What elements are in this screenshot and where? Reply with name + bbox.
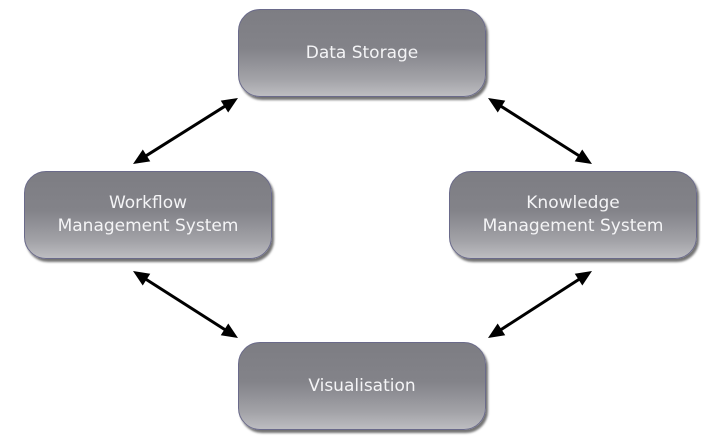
node-visualisation[interactable]: Visualisation [238,342,486,430]
node-workflow-management-system[interactable]: Workflow Management System [24,171,272,259]
arrowhead-start-icon [488,98,506,113]
node-label-line-2: Management System [57,216,239,236]
node-label-line-2: Management System [482,216,664,236]
arrowhead-end-icon [133,149,151,164]
node-label-line-1: Knowledge [526,193,620,213]
arrowhead-start-icon [220,98,238,113]
arrow-workflow-visualisation [140,275,231,334]
arrowhead-start-icon [574,271,592,286]
arrow-knowledge-visualisation [495,275,585,334]
node-label: Data Storage [305,42,419,63]
node-label-line-1: Workflow [108,193,188,213]
arrowhead-end-icon [574,149,592,164]
arrow-storage-knowledge [495,102,585,160]
arrowhead-start-icon [133,271,151,286]
node-label: Visualisation [308,375,416,396]
arrowhead-end-icon [220,323,238,338]
arrow-storage-workflow [140,102,231,160]
node-data-storage[interactable]: Data Storage [238,9,486,97]
arrowhead-end-icon [488,323,506,338]
node-knowledge-management-system[interactable]: Knowledge Management System [449,171,697,259]
